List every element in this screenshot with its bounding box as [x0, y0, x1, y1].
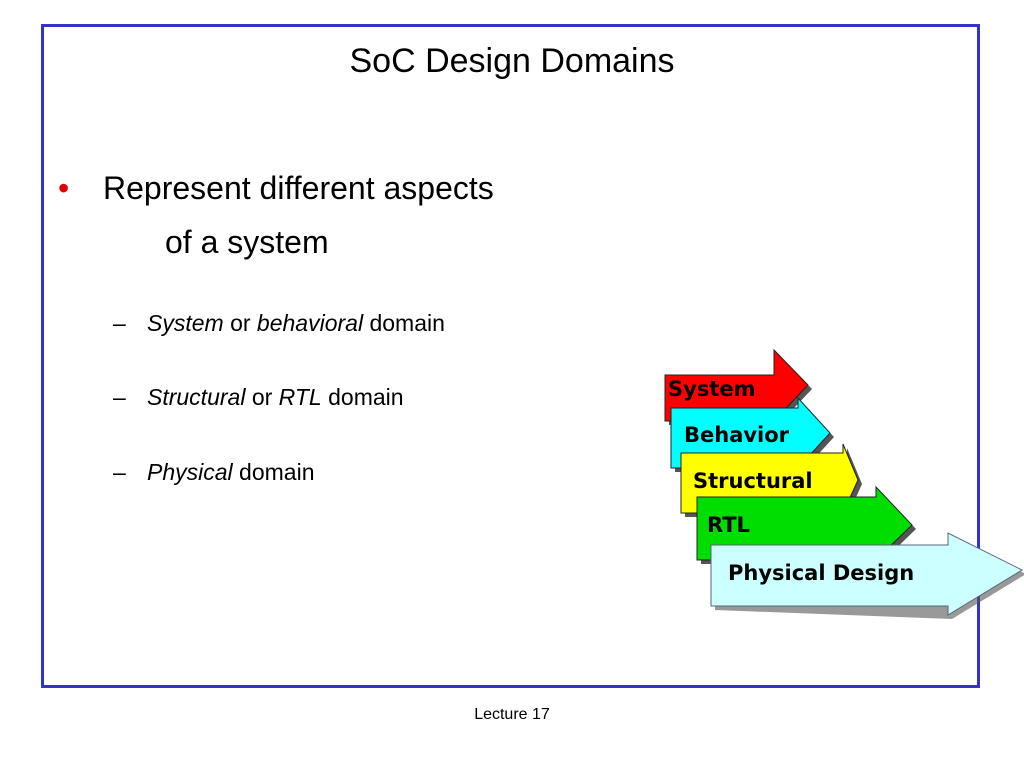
slide-footer: Lecture 17	[474, 706, 550, 723]
subbullet-dash: –	[113, 459, 126, 485]
subbullet-term: Structural	[147, 384, 246, 410]
subbullet-dash: –	[113, 310, 126, 336]
bullet-text-line1: Represent different aspects	[103, 170, 494, 206]
subbullet-term: RTL	[278, 384, 322, 410]
arrow-structural-label: Structural	[693, 469, 813, 493]
subbullet-physical: –Physical domain	[113, 457, 314, 487]
bullet-text-line2: of a system	[165, 224, 329, 260]
slide-frame	[41, 24, 980, 688]
arrow-physical-design: Physical Design	[710, 532, 1024, 619]
arrow-behavior-shape	[670, 396, 831, 469]
subbullet-tail: domain	[321, 384, 404, 410]
slide-title: SoC Design Domains	[349, 42, 675, 80]
subbullet-term: Physical	[147, 459, 233, 485]
arrow-physical-design-shape	[710, 532, 1024, 616]
subbullet-connector: or	[223, 310, 257, 336]
subbullet-structural: –Structural or RTL domain	[113, 382, 404, 412]
arrow-system-shape	[664, 348, 809, 422]
subbullet-tail: domain	[232, 459, 315, 485]
subbullet-connector: or	[245, 384, 279, 410]
bullet-marker: •	[58, 170, 70, 206]
arrow-structural-shape	[680, 443, 859, 514]
subbullet-system: –System or behavioral domain	[113, 308, 445, 338]
arrow-physical-design-label: Physical Design	[728, 561, 914, 585]
subbullet-dash: –	[113, 384, 126, 410]
subbullet-tail: domain	[363, 310, 445, 336]
arrow-system: System	[664, 348, 812, 425]
arrow-system-label: System	[668, 377, 755, 401]
subbullet-term: System	[147, 310, 224, 336]
arrow-rtl-shape	[696, 485, 913, 561]
subbullet-term: behavioral	[256, 310, 364, 336]
arrow-rtl-label: RTL	[707, 513, 750, 537]
arrow-behavior-label: Behavior	[684, 423, 790, 447]
